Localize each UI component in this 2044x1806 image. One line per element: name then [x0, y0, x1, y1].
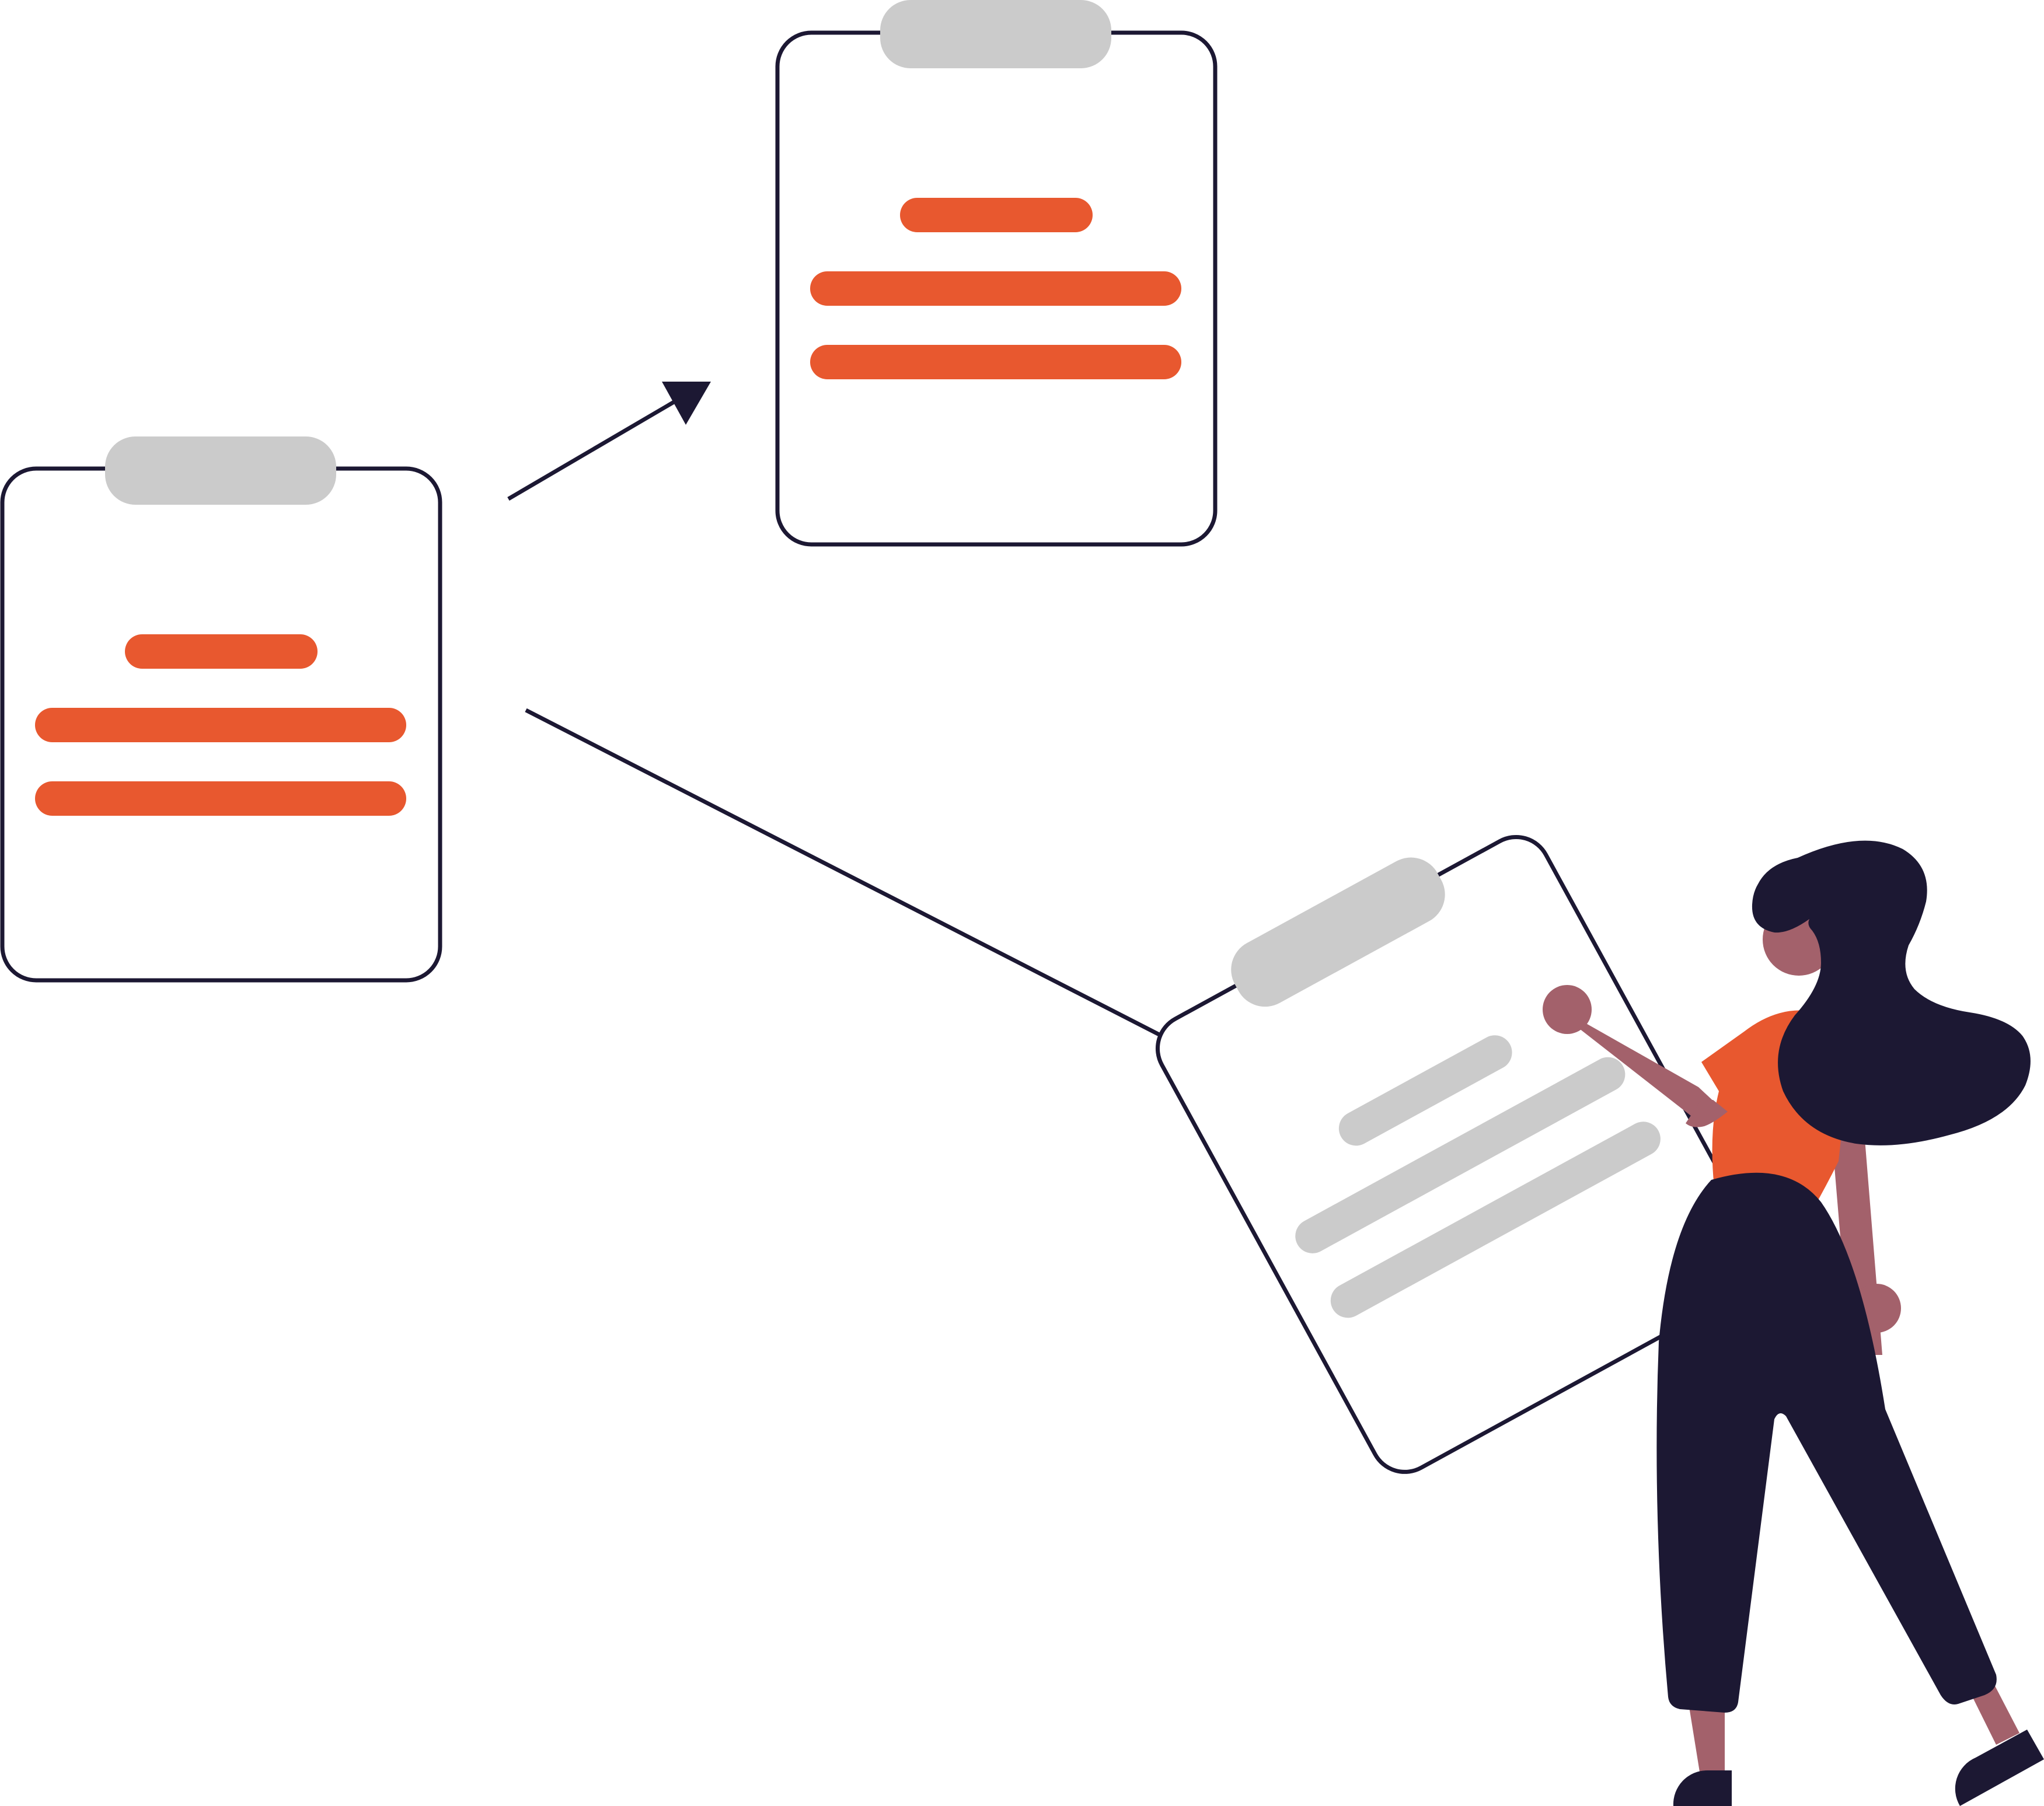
source-clipboard	[0, 436, 442, 983]
person-front-hand	[1543, 985, 1592, 1034]
person-hair	[1752, 840, 2031, 1145]
arrow-to-tilted-clipboard-shaft	[525, 708, 1185, 1050]
target-clipboard-tilted-line-2	[1295, 1057, 1626, 1253]
arrow-to-tilted-clipboard	[525, 708, 1216, 1067]
arrow-to-top-clipboard-shaft	[507, 397, 680, 501]
target-clipboard-top-clip	[880, 0, 1111, 68]
person-pants	[1656, 1172, 1997, 1713]
target-clipboard-top-line-2	[810, 271, 1181, 306]
arrow-to-top-clipboard-head	[662, 382, 711, 425]
target-clipboard-top-line-3	[810, 345, 1181, 379]
target-clipboard-top	[775, 0, 1218, 547]
person-right-shoe	[1955, 1730, 2044, 1806]
source-clipboard-line-1	[125, 634, 318, 669]
person-left-leg	[1689, 1707, 1725, 1783]
person-front-arm	[1571, 1018, 1725, 1126]
target-clipboard-tilted-line-3	[1330, 1122, 1661, 1318]
target-clipboard-top-line-1	[900, 198, 1093, 232]
person-front-forearm	[1686, 1100, 1728, 1127]
target-clipboard-tilted-clip	[1231, 857, 1445, 1007]
target-clipboard-tilted-line-1	[1338, 1035, 1512, 1146]
target-clipboard-tilted	[1155, 834, 1766, 1474]
source-clipboard-line-2	[35, 708, 406, 742]
source-clipboard-clip	[105, 436, 336, 505]
person	[1543, 840, 2044, 1806]
person-left-shoe	[1673, 1770, 1732, 1806]
source-clipboard-line-3	[35, 781, 406, 816]
arrow-to-top-clipboard	[507, 382, 711, 501]
